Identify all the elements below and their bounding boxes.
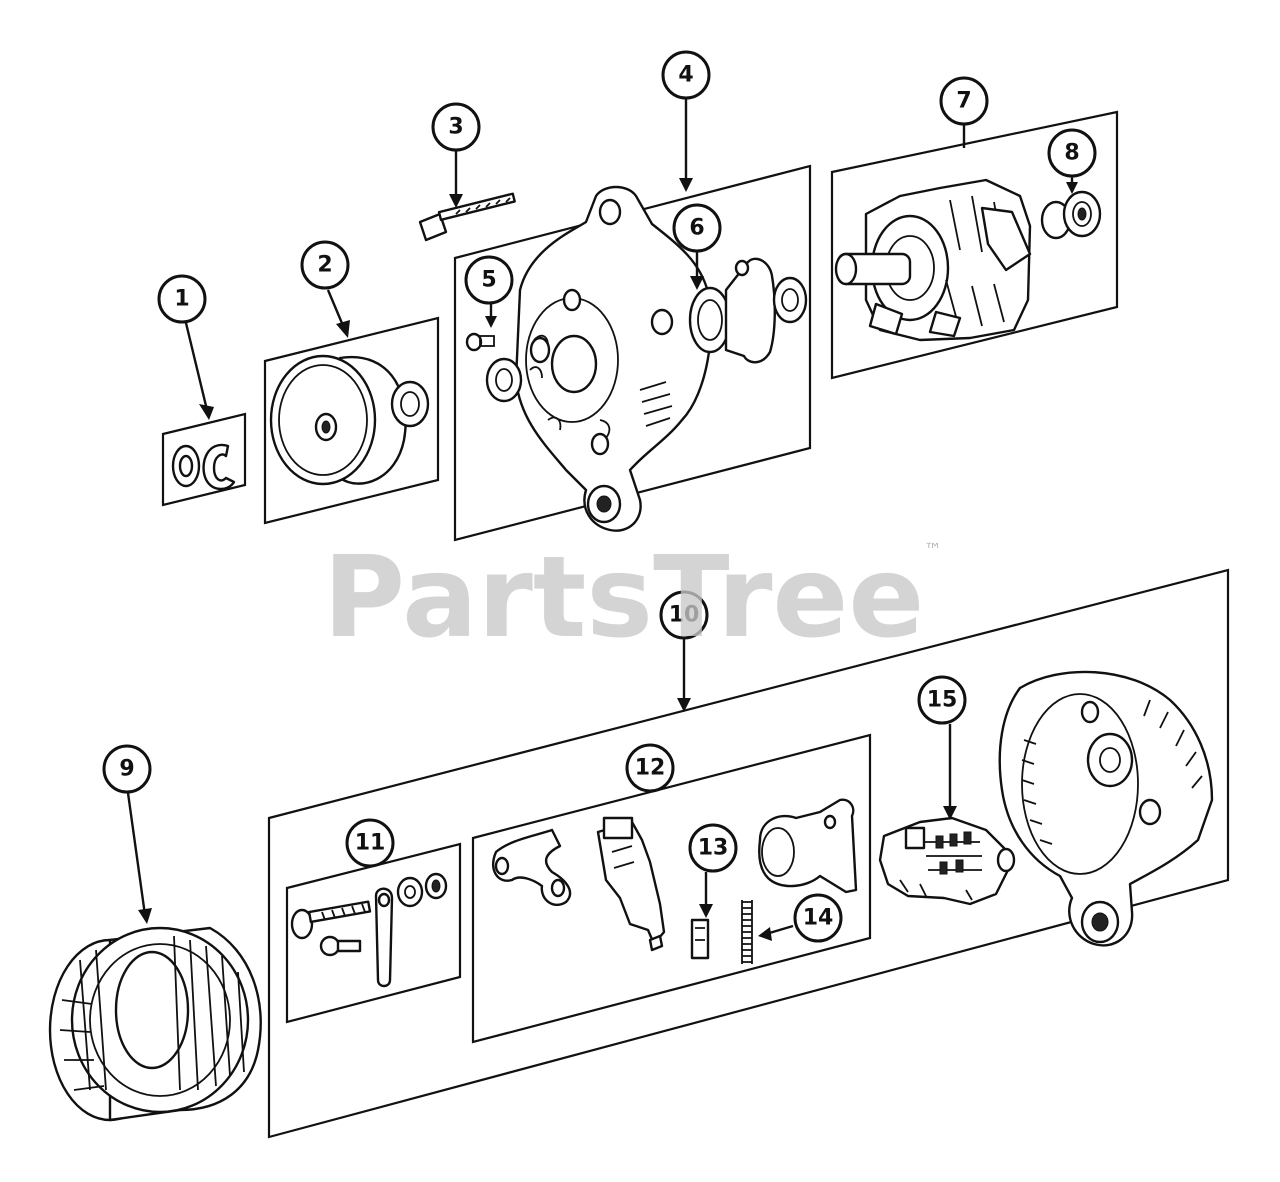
watermark-text: PartsTree (323, 533, 924, 663)
part-6-bearing-retainer[interactable] (688, 257, 808, 364)
callout-label: 2 (317, 253, 332, 278)
callout-label: 13 (698, 836, 729, 861)
part-3-through-bolt[interactable] (418, 192, 516, 242)
callout-15[interactable]: 15 (917, 675, 967, 725)
leader-lines (126, 99, 1078, 941)
callout-label: 11 (355, 831, 386, 856)
part-14-brush-spring[interactable] (741, 900, 753, 964)
callout-5[interactable]: 5 (464, 255, 514, 305)
callout-label: 4 (678, 63, 693, 88)
callout-12[interactable]: 12 (625, 743, 675, 793)
part-7-rotor[interactable] (834, 178, 1032, 342)
callout-4[interactable]: 4 (661, 50, 711, 100)
part-4-drive-end-housing[interactable] (514, 185, 713, 532)
part-15-rectifier[interactable] (878, 816, 1016, 906)
partstree-watermark: PartsTree ™ (323, 533, 942, 663)
callout-label: 9 (119, 757, 134, 782)
part-1-seal-and-clip[interactable] (171, 443, 236, 491)
part-2-pulley[interactable] (269, 354, 430, 486)
part-5-screw-and-seal[interactable] (465, 332, 523, 403)
callout-label: 12 (635, 756, 666, 781)
callout-2[interactable]: 2 (300, 240, 350, 290)
callout-13[interactable]: 13 (688, 823, 738, 873)
part-10-rear-housing[interactable] (998, 670, 1214, 947)
callout-label: 14 (803, 906, 834, 931)
panel-part-12 (471, 733, 872, 1044)
callout-9[interactable]: 9 (102, 744, 152, 794)
callout-label: 10 (669, 603, 700, 628)
callout-7[interactable]: 7 (939, 76, 989, 126)
part-8-rear-bearing[interactable] (1040, 190, 1102, 240)
callout-label: 3 (448, 115, 463, 140)
callout-label: 15 (927, 688, 958, 713)
callout-label: 6 (689, 216, 704, 241)
callout-6[interactable]: 6 (672, 203, 722, 253)
callout-14[interactable]: 14 (793, 893, 843, 943)
callout-11[interactable]: 11 (345, 818, 395, 868)
part-9-stator[interactable] (48, 926, 262, 1122)
part-11-terminal-hardware[interactable] (290, 872, 448, 988)
part-13-brush[interactable] (690, 918, 710, 960)
callout-label: 7 (956, 89, 971, 114)
callout-8[interactable]: 8 (1047, 128, 1097, 178)
callout-10[interactable]: 10 (659, 590, 709, 640)
callout-label: 5 (481, 268, 496, 293)
watermark-tm: ™ (924, 540, 942, 561)
part-12-regulator-assembly[interactable] (491, 798, 858, 952)
callout-3[interactable]: 3 (431, 102, 481, 152)
callout-label: 1 (174, 287, 189, 312)
callout-label: 8 (1064, 141, 1079, 166)
callout-1[interactable]: 1 (157, 274, 207, 324)
